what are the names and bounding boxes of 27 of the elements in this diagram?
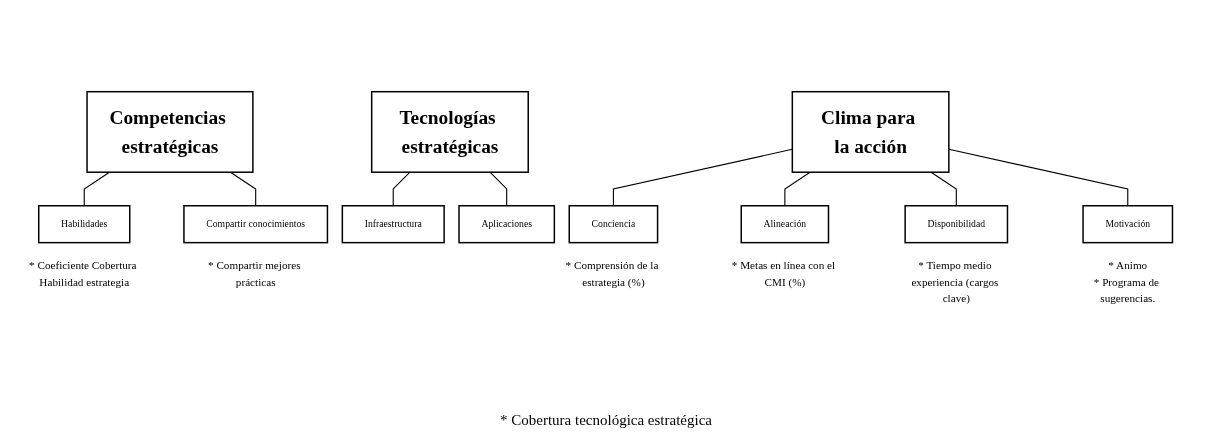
node-box: Compartir conocimientos (183, 205, 329, 244)
node-box: Alineación (740, 205, 830, 244)
node-box: Aplicaciones (458, 205, 556, 244)
connector (784, 171, 811, 207)
connector (948, 148, 1129, 207)
node-box: Disponibilidad (904, 205, 1009, 244)
node-label: * Compartir mejores prácticas (208, 259, 301, 288)
node-label: * Programa de sugerencias. (1093, 275, 1159, 305)
node-box: Habilidades (38, 205, 131, 244)
connector (612, 148, 793, 207)
node-box: Tecnologías estratégicas (370, 90, 529, 173)
node-label: * Tiempo medio experiencia (cargos clave) (911, 259, 999, 305)
node-box: Conciencia (568, 205, 659, 244)
node-box: Clima para la acción (791, 90, 950, 173)
node-label: * Animo (1108, 259, 1148, 271)
connector (83, 171, 110, 207)
node-box: Motivación (1082, 205, 1174, 244)
connector (229, 171, 257, 207)
connector (392, 171, 411, 207)
node-box: Infraestructura (341, 205, 445, 244)
connector (930, 171, 957, 207)
connector (489, 171, 508, 207)
node-label: * Comprensión de la estrategia (%) (565, 259, 659, 288)
note-text: * Cobertura tecnológica estratégica (500, 412, 712, 428)
node-label: * Coeficiente Cobertura Habilidad estrategia (29, 259, 137, 288)
node-box: Competencias estratégicas (86, 90, 254, 173)
node-label: * Metas en línea con el CMI (%) (731, 259, 836, 288)
